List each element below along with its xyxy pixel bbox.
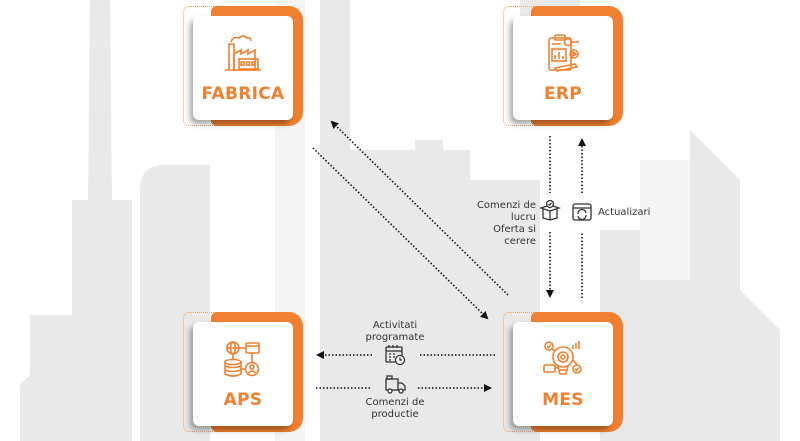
node-label-mes: MES bbox=[542, 390, 584, 410]
arrow-mes-to-fabrica bbox=[330, 120, 509, 296]
mes-gear-bulb-icon bbox=[543, 341, 582, 375]
node-label-fabrica: FABRICA bbox=[201, 84, 285, 104]
package-check-icon bbox=[539, 199, 561, 221]
node-card: FABRICA bbox=[193, 16, 293, 120]
node-aps[interactable]: APS bbox=[183, 312, 303, 432]
node-label-aps: APS bbox=[223, 390, 263, 410]
flow-label-mes-to-erp: Actualizari bbox=[598, 207, 651, 218]
node-dotted-outline bbox=[183, 6, 219, 126]
aps-database-network-icon bbox=[224, 341, 260, 377]
factory-icon bbox=[225, 35, 261, 71]
erp-report-icon bbox=[548, 34, 579, 72]
flow-label-aps-to-mes: Comenzi de productie bbox=[365, 397, 425, 420]
node-mes[interactable]: MES bbox=[503, 312, 623, 432]
arrow-fabrica-to-mes bbox=[312, 147, 489, 320]
node-label-erp: ERP bbox=[543, 84, 583, 104]
node-erp[interactable]: ERP bbox=[503, 6, 623, 126]
refresh-monitor-icon bbox=[572, 203, 592, 221]
calendar-clock-icon bbox=[385, 345, 406, 366]
node-card: MES bbox=[513, 322, 613, 426]
node-dotted-outline bbox=[503, 312, 539, 432]
flow-label-erp-to-mes: Comenzi de lucru Oferta si cerere bbox=[476, 200, 536, 247]
delivery-truck-icon bbox=[385, 375, 406, 394]
node-card: APS bbox=[193, 322, 293, 426]
node-dotted-outline bbox=[183, 312, 219, 432]
flow-label-mes-to-aps: Activitati programate bbox=[365, 320, 425, 343]
node-fabrica[interactable]: FABRICA bbox=[183, 6, 303, 126]
node-card: ERP bbox=[513, 16, 613, 120]
node-dotted-outline bbox=[503, 6, 539, 126]
